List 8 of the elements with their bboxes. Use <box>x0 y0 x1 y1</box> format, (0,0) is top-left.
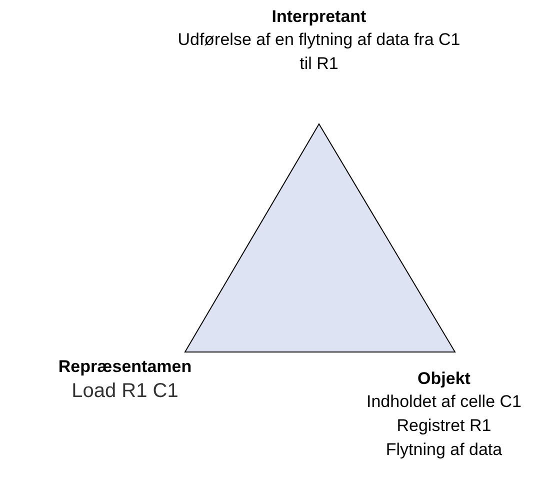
corner-heading: Interpretant <box>272 6 366 28</box>
corner-text: Flytning af data <box>386 439 502 461</box>
corner-text: Udførelse af en flytning af data fra C1 til R1 <box>176 29 462 75</box>
corner-text: Registret R1 <box>396 415 492 437</box>
corner-text: Indholdet af celle C1 <box>366 391 522 413</box>
corner-heading: Objekt <box>418 368 470 390</box>
corner-heading: Repræsentamen <box>58 356 192 378</box>
corner-text: Load R1 C1 <box>72 379 178 404</box>
